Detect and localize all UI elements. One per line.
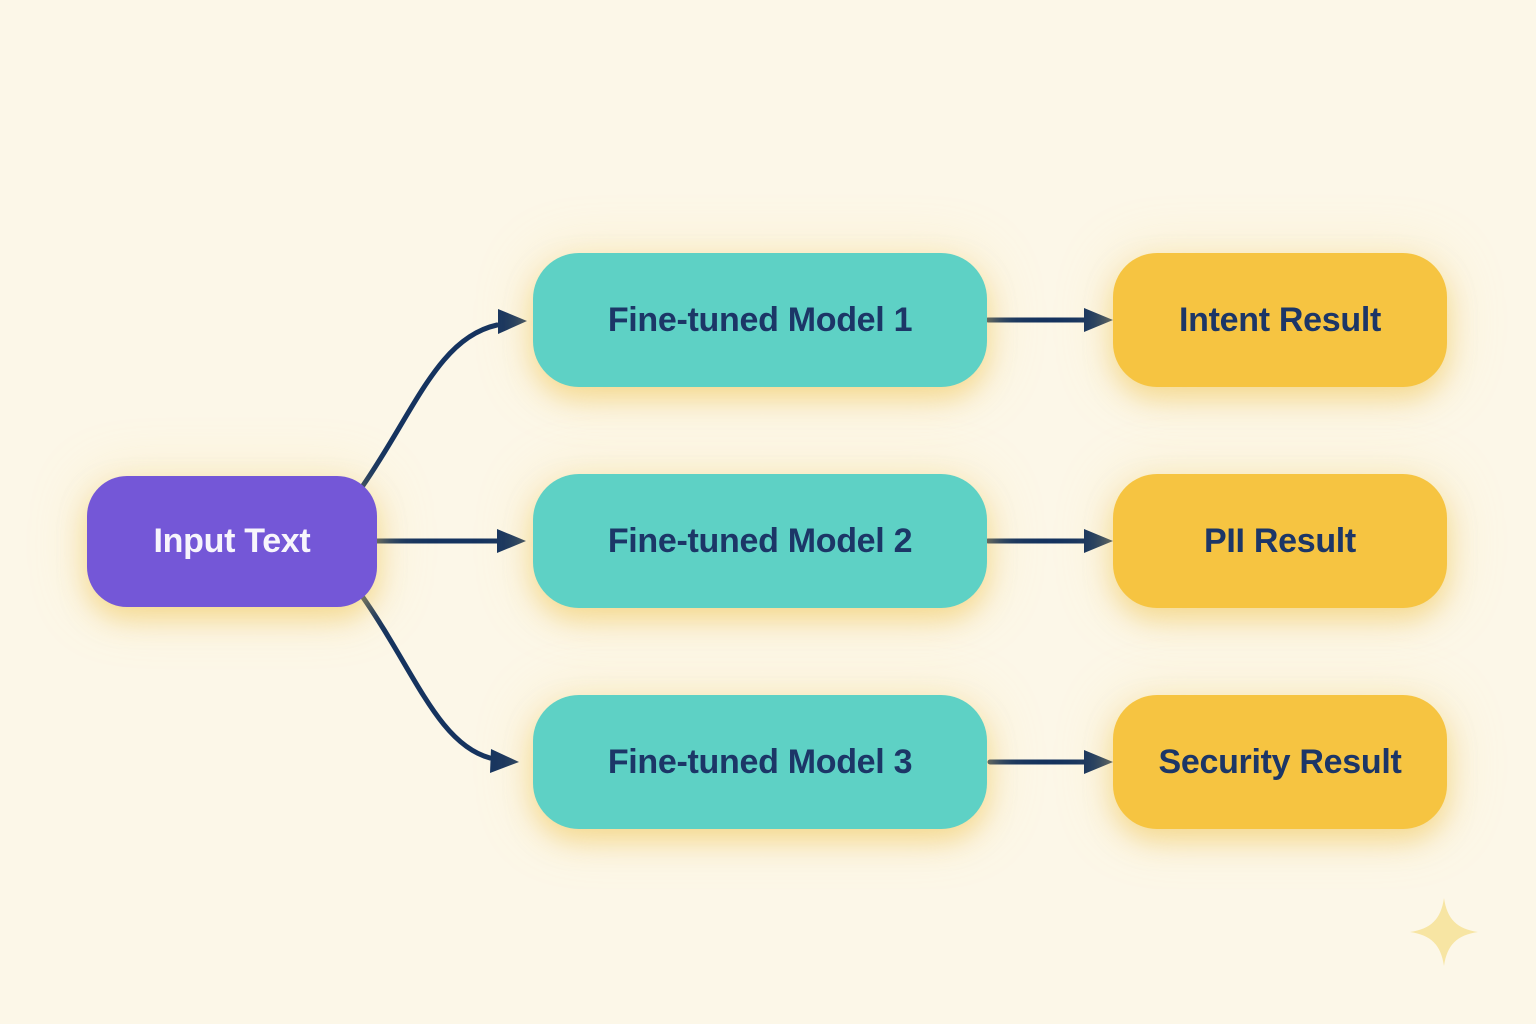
node-fine-tuned-model-2: Fine-tuned Model 2 bbox=[533, 474, 987, 608]
node-model-2-label: Fine-tuned Model 2 bbox=[607, 521, 913, 560]
sparkle-icon bbox=[1410, 898, 1478, 966]
node-result-3-label: Security Result bbox=[1158, 742, 1402, 781]
edge-input-to-model-2 bbox=[374, 529, 526, 553]
node-intent-result: Intent Result bbox=[1113, 253, 1447, 387]
node-input-text-label: Input Text bbox=[153, 522, 311, 560]
node-fine-tuned-model-3: Fine-tuned Model 3 bbox=[533, 695, 987, 829]
node-input-text: Input Text bbox=[87, 476, 377, 607]
edge-input-to-model-3 bbox=[359, 593, 519, 773]
node-result-2-label: PII Result bbox=[1204, 521, 1356, 560]
node-result-1-label: Intent Result bbox=[1179, 300, 1381, 339]
node-security-result: Security Result bbox=[1113, 695, 1447, 829]
edge-model-1-to-result bbox=[985, 308, 1113, 332]
edge-model-2-to-result bbox=[985, 529, 1113, 553]
node-pii-result: PII Result bbox=[1113, 474, 1447, 608]
edge-input-to-model-1 bbox=[359, 309, 527, 490]
node-model-3-label: Fine-tuned Model 3 bbox=[607, 742, 913, 781]
edge-model-3-to-result bbox=[987, 750, 1113, 774]
node-model-1-label: Fine-tuned Model 1 bbox=[607, 300, 913, 339]
node-fine-tuned-model-1: Fine-tuned Model 1 bbox=[533, 253, 987, 387]
